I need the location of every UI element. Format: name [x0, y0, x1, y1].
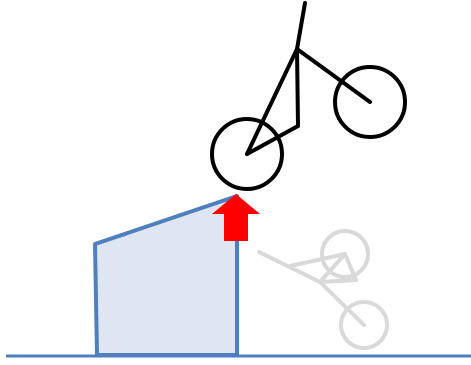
rear-wheel — [333, 65, 407, 139]
front-wheel — [210, 117, 284, 191]
front-fork — [245, 47, 299, 156]
top-tube — [295, 47, 372, 104]
handlebar-stem — [295, 1, 307, 51]
shadow-front-wheel — [320, 229, 370, 279]
bicycle-shadow — [257, 229, 389, 350]
shadow-rear-wheel — [339, 300, 389, 350]
upward-force-arrow — [212, 194, 260, 241]
obstacle-box — [93, 194, 239, 357]
shadow-fork — [288, 252, 347, 268]
down-tube — [245, 124, 300, 156]
bicycle-lifted — [210, 1, 407, 191]
seat-tube — [295, 47, 300, 128]
shadow-frame — [318, 252, 366, 327]
